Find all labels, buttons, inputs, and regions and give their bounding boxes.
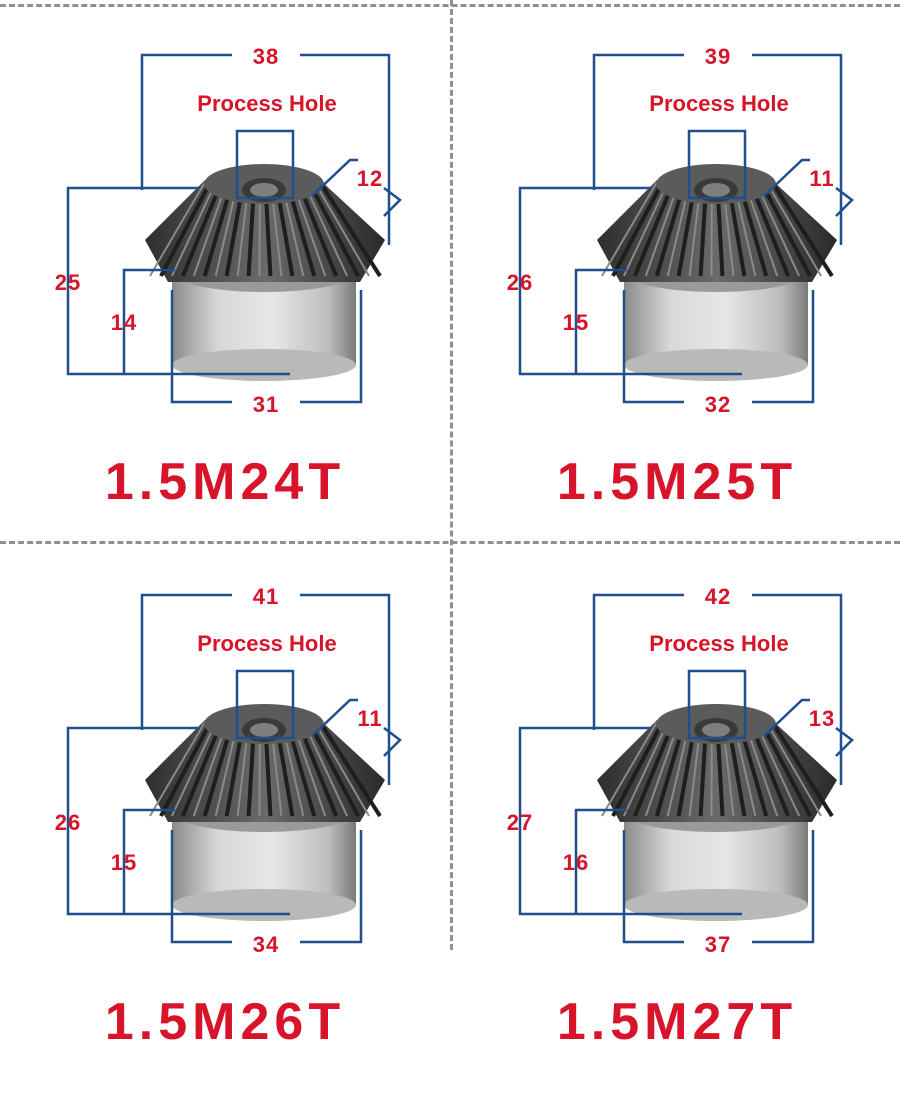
process-hole-label: Process Hole xyxy=(649,91,788,116)
gear-tooth xyxy=(318,180,382,278)
outer-diameter-label: 42 xyxy=(705,584,731,609)
gear-tooth xyxy=(759,721,812,817)
gear-teeth xyxy=(597,704,837,822)
gear-tooth xyxy=(765,181,822,277)
gear-tooth xyxy=(770,720,834,818)
gear-tooth xyxy=(307,721,360,817)
gear-teeth xyxy=(145,164,385,282)
vertical-divider xyxy=(450,0,453,950)
dimension-lines xyxy=(66,53,402,404)
gear-tooth xyxy=(313,721,370,817)
tooth-width-label: 13 xyxy=(809,706,835,731)
outer-diameter-label: 39 xyxy=(705,44,731,69)
total-height-label: 25 xyxy=(55,270,81,295)
gear-tooth xyxy=(302,721,349,817)
gear-tooth xyxy=(149,721,206,817)
total-height-label: 26 xyxy=(55,810,81,835)
gear-tooth xyxy=(181,721,224,817)
hub-height-label: 14 xyxy=(111,310,137,335)
gear-tooth xyxy=(770,180,834,278)
gear-tooth xyxy=(170,721,217,817)
gear-tooth xyxy=(765,721,822,817)
gear-tooth xyxy=(159,181,213,277)
gear-tooth xyxy=(313,181,370,277)
gear-tooth xyxy=(611,721,665,817)
gear-model-title: 1.5M26T xyxy=(104,993,346,1051)
total-height-label: 27 xyxy=(507,810,533,835)
gear-tooth xyxy=(159,721,213,817)
gear-tooth xyxy=(302,181,349,277)
gear-teeth xyxy=(597,164,837,282)
gear-tooth xyxy=(611,181,665,277)
gear-panel: 41 Process Hole 11 26 15 34 1.5M26T xyxy=(0,540,450,1087)
gear-teeth xyxy=(145,704,385,822)
dimension-lines xyxy=(518,593,854,944)
hub-diameter-label: 31 xyxy=(253,392,279,417)
hub-diameter-label: 32 xyxy=(705,392,731,417)
gear-tooth xyxy=(759,181,812,277)
hub-diameter-label: 37 xyxy=(705,932,731,957)
gear-drawing: 39 Process Hole 11 26 15 32 xyxy=(507,44,854,417)
gear-tooth xyxy=(170,181,217,277)
gear-tooth xyxy=(622,721,669,817)
gear-panel: 38 Process Hole 12 25 14 31 1.5M24T xyxy=(0,0,450,547)
gear-tooth xyxy=(181,181,224,277)
hub-height-label: 15 xyxy=(111,850,137,875)
outer-diameter-label: 41 xyxy=(253,584,279,609)
gear-panel: 39 Process Hole 11 26 15 32 1.5M25T xyxy=(452,0,900,547)
dimension-lines xyxy=(66,593,402,944)
gear-model-title: 1.5M25T xyxy=(556,453,798,511)
hub-height-label: 15 xyxy=(563,310,589,335)
tooth-width-label: 11 xyxy=(357,706,382,731)
gear-model-title: 1.5M24T xyxy=(104,453,346,511)
gear-tooth xyxy=(601,181,658,277)
gear-drawing: 41 Process Hole 11 26 15 34 xyxy=(55,584,402,957)
tooth-width-label: 12 xyxy=(357,166,383,191)
gear-tooth xyxy=(149,181,206,277)
gear-tooth xyxy=(601,721,658,817)
gear-tooth xyxy=(633,181,676,277)
process-hole-label: Process Hole xyxy=(197,91,336,116)
dimension-lines xyxy=(518,53,854,404)
gear-tooth xyxy=(622,181,669,277)
outer-diameter-label: 38 xyxy=(253,44,279,69)
process-hole-label: Process Hole xyxy=(197,631,336,656)
gear-drawing: 42 Process Hole 13 27 16 37 xyxy=(507,584,854,957)
gear-tooth xyxy=(307,181,360,277)
gear-tooth xyxy=(754,721,801,817)
gear-tooth xyxy=(754,181,801,277)
tooth-width-label: 11 xyxy=(809,166,834,191)
process-hole-label: Process Hole xyxy=(649,631,788,656)
hub-diameter-label: 34 xyxy=(253,932,279,957)
gear-drawing: 38 Process Hole 12 25 14 31 xyxy=(55,44,402,417)
gear-tooth xyxy=(318,720,382,818)
total-height-label: 26 xyxy=(507,270,533,295)
hub-height-label: 16 xyxy=(563,850,589,875)
gear-panel: 42 Process Hole 13 27 16 37 1.5M27T xyxy=(452,540,900,1087)
gear-model-title: 1.5M27T xyxy=(556,993,798,1051)
gear-tooth xyxy=(633,721,676,817)
